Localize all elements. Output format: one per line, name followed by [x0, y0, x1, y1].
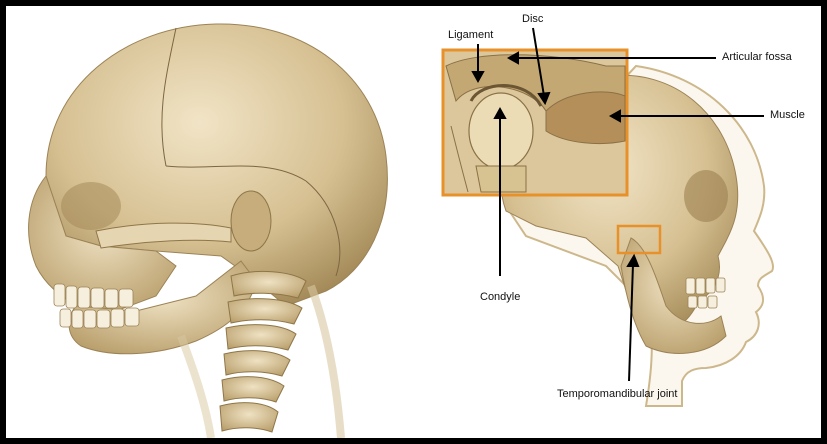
- label-ligament: Ligament: [448, 29, 493, 41]
- label-articular-fossa: Articular fossa: [722, 51, 792, 63]
- label-disc: Disc: [522, 13, 543, 25]
- label-condyle: Condyle: [480, 291, 520, 303]
- label-tmj: Temporomandibular joint: [557, 388, 677, 400]
- skull-tmj-illustration: [6, 6, 821, 438]
- diagram-frame: Ligament Disc Articular fossa Muscle Con…: [6, 6, 821, 438]
- label-muscle: Muscle: [770, 109, 805, 121]
